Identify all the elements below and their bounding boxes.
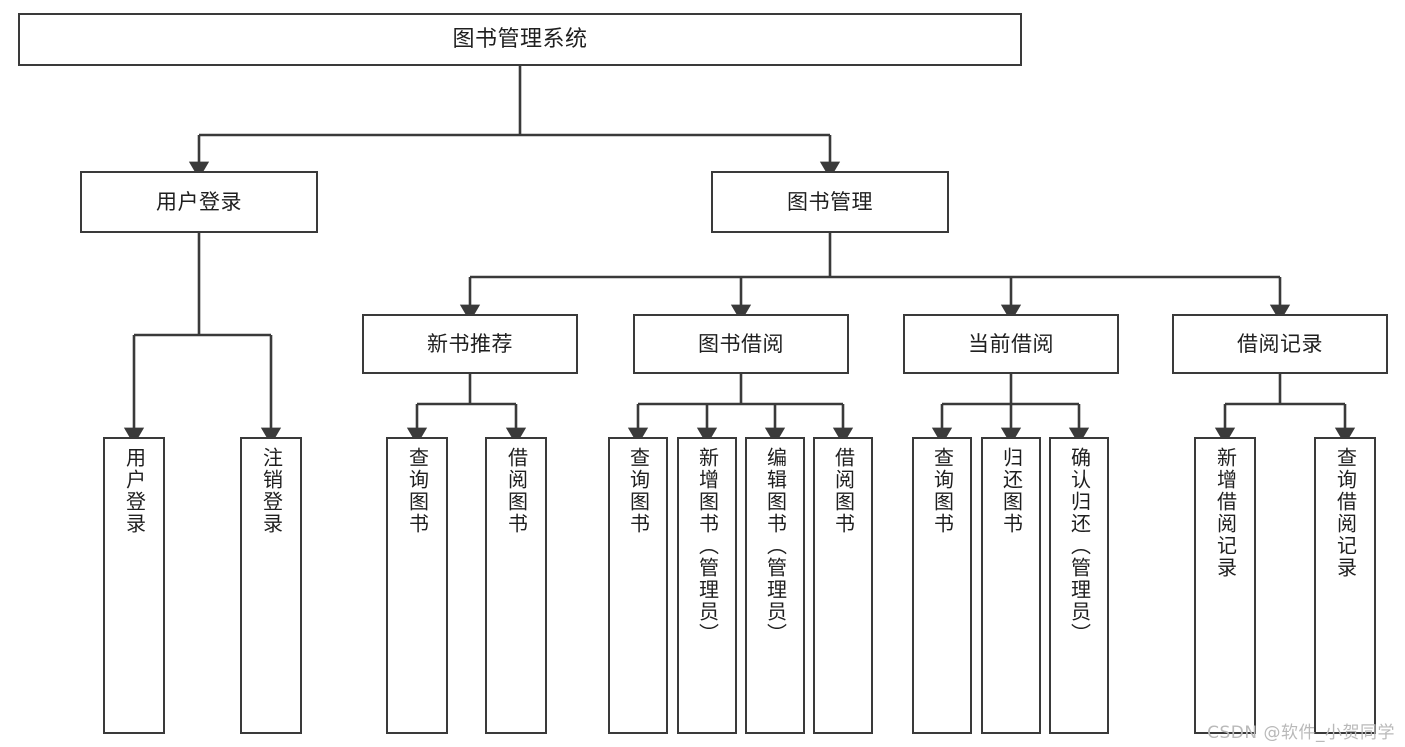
node-root-system[interactable]: 图书管理系统 (18, 13, 1022, 66)
leaf-logout[interactable]: 注销登录 (240, 437, 302, 734)
leaf-cur-confirm[interactable]: 确认归还（管理员） (1049, 437, 1109, 734)
node-label: 归还图书 (999, 447, 1024, 535)
node-label: 借阅图书 (504, 447, 529, 535)
leaf-brw-borrow-book[interactable]: 借阅图书 (813, 437, 873, 734)
node-label: 确认归还（管理员） (1067, 447, 1092, 645)
leaf-cur-query-book[interactable]: 查询图书 (912, 437, 972, 734)
node-label: 借阅图书 (831, 447, 856, 535)
node-label: 用户登录 (156, 189, 242, 214)
node-label: 查询图书 (626, 447, 651, 535)
leaf-rec-borrow-book[interactable]: 借阅图书 (485, 437, 547, 734)
node-book-management[interactable]: 图书管理 (711, 171, 949, 233)
leaf-brw-add-book[interactable]: 新增图书（管理员） (677, 437, 737, 734)
node-user-login[interactable]: 用户登录 (80, 171, 318, 233)
leaf-cur-return-book[interactable]: 归还图书 (981, 437, 1041, 734)
leaf-user-login[interactable]: 用户登录 (103, 437, 165, 734)
node-label: 图书管理系统 (452, 26, 588, 52)
node-label: 新书推荐 (427, 331, 513, 356)
node-label: 注销登录 (259, 447, 284, 535)
node-label: 借阅记录 (1237, 331, 1323, 356)
leaf-rec-query-record[interactable]: 查询借阅记录 (1314, 437, 1376, 734)
node-book-borrow[interactable]: 图书借阅 (633, 314, 849, 374)
node-label: 新增图书（管理员） (695, 447, 720, 645)
node-label: 图书借阅 (698, 331, 784, 356)
node-current-borrow[interactable]: 当前借阅 (903, 314, 1119, 374)
node-label: 用户登录 (122, 447, 147, 535)
leaf-rec-query-book[interactable]: 查询图书 (386, 437, 448, 734)
leaf-brw-edit-book[interactable]: 编辑图书（管理员） (745, 437, 805, 734)
node-label: 当前借阅 (968, 331, 1054, 356)
node-label: 新增借阅记录 (1213, 447, 1238, 579)
node-label: 查询图书 (405, 447, 430, 535)
leaf-brw-query-book[interactable]: 查询图书 (608, 437, 668, 734)
leaf-rec-add-record[interactable]: 新增借阅记录 (1194, 437, 1256, 734)
node-label: 查询图书 (930, 447, 955, 535)
node-new-book-recommend[interactable]: 新书推荐 (362, 314, 578, 374)
node-borrow-record[interactable]: 借阅记录 (1172, 314, 1388, 374)
node-label: 图书管理 (787, 189, 873, 214)
node-label: 查询借阅记录 (1333, 447, 1358, 579)
node-label: 编辑图书（管理员） (763, 447, 788, 645)
